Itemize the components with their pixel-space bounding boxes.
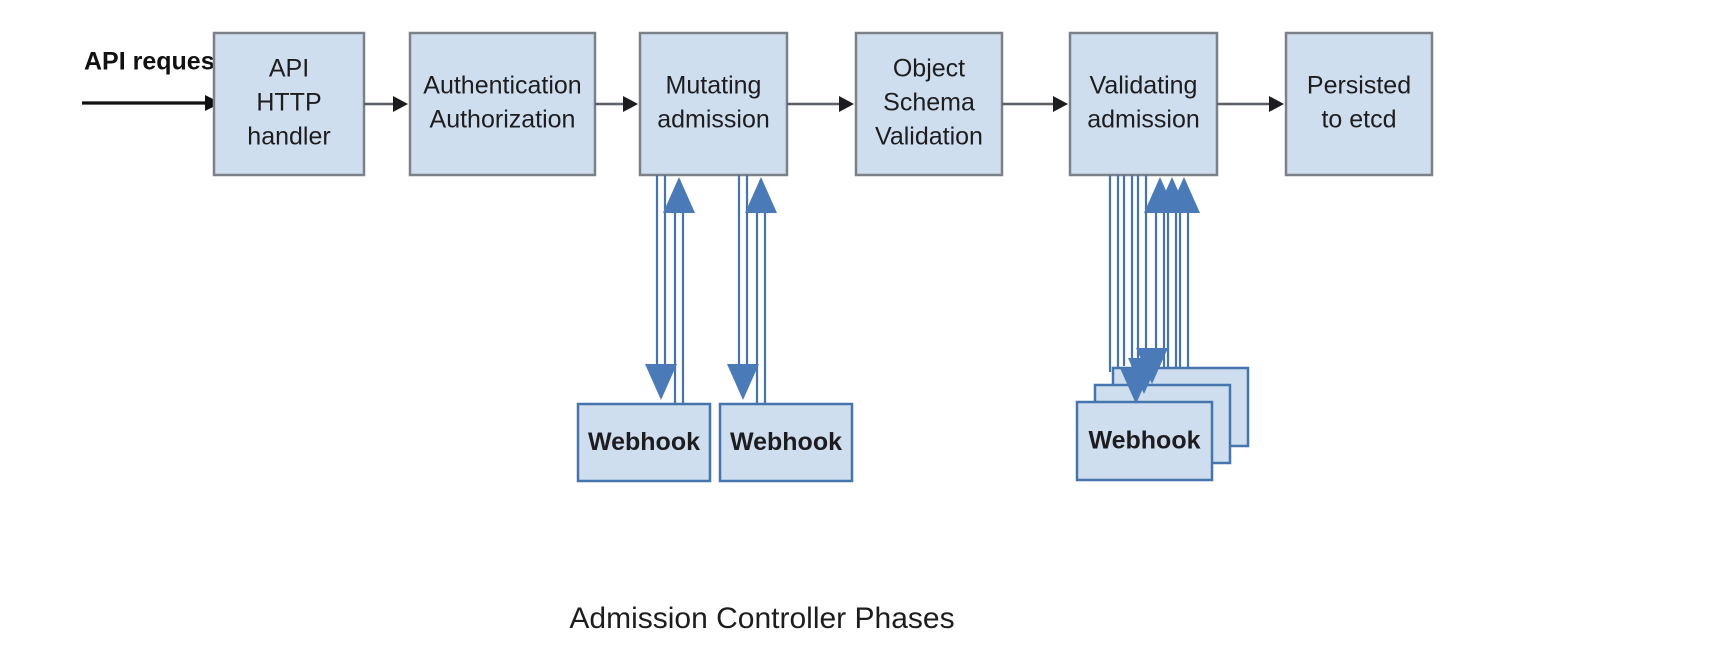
hook-down-line — [737, 175, 749, 370]
hook-down-line — [1136, 175, 1148, 360]
hook-down-line — [1122, 175, 1134, 366]
flow-arrowhead — [839, 96, 854, 112]
webhook-box-rect — [1075, 400, 1214, 482]
phase-box-rect — [212, 31, 366, 177]
webhook-box-label: Webhook — [588, 428, 700, 456]
webhook-box-validating-webhook-stack[interactable]: Webhook — [1075, 366, 1250, 482]
phase-box-mutating-admission[interactable]: Mutating admission — [638, 31, 789, 177]
phase-boxes-layer: API HTTP handler AuthenticationAuthorizatio… — [212, 31, 1434, 177]
flow-arrowhead — [623, 96, 638, 112]
hook-up-arrowhead — [1168, 177, 1200, 213]
hook-up-arrowhead — [663, 177, 695, 213]
phase-box-label-line: Validating — [1090, 72, 1198, 100]
hook-down-line — [1108, 175, 1120, 372]
flow-arrows-layer — [364, 96, 1284, 112]
phase-box-label-line: Authorization — [430, 106, 576, 134]
phase-box-label-line: admission — [657, 106, 770, 134]
phase-box-label-line: Object — [893, 55, 965, 83]
phase-box-label-line: Authentication — [423, 72, 581, 100]
hook-down-arrowhead — [1136, 348, 1168, 384]
hook-down-line — [655, 175, 667, 370]
flow-arrowhead — [393, 96, 408, 112]
flow-arrowhead — [1269, 96, 1284, 112]
phase-box-label-line: handler — [247, 123, 330, 151]
api-request-label: API request — [84, 48, 224, 76]
webhook-box-rect — [718, 402, 854, 483]
flow-arrow-mutating-to-schema — [787, 96, 854, 112]
hook-up-line — [673, 209, 685, 404]
flow-arrow-validating-to-etcd — [1217, 96, 1284, 112]
hook-up-line — [755, 209, 767, 404]
diagram-caption: Admission Controller Phases — [569, 602, 954, 635]
api-request-entry: API request — [82, 48, 224, 111]
phase-box-validating-admission[interactable]: Validating admission — [1068, 31, 1219, 177]
phase-box-rect — [1068, 31, 1219, 177]
phase-box-label-line: admission — [1087, 106, 1200, 134]
phase-box-rect — [854, 31, 1004, 177]
flow-arrow-authn-to-mutating — [595, 96, 638, 112]
hook-down-arrowhead — [727, 364, 759, 400]
phase-box-label-line: Persisted — [1307, 72, 1411, 100]
webhook-box-mutating-webhook-1[interactable]: Webhook — [576, 402, 712, 483]
phase-box-rect — [408, 31, 597, 177]
webhook-box-label: Webhook — [1088, 427, 1200, 455]
phase-box-label-line: HTTP — [256, 89, 321, 117]
phase-box-api-http-handler[interactable]: API HTTP handler — [212, 31, 366, 177]
webhook-arrowheads-layer — [645, 177, 1200, 404]
phase-box-label-line: Mutating — [666, 72, 762, 100]
hook-down-arrowhead — [645, 364, 677, 400]
flow-arrowhead — [1053, 96, 1068, 112]
hook-up-arrowhead — [745, 177, 777, 213]
phase-box-rect — [1284, 31, 1434, 177]
webhook-box-rect — [576, 402, 712, 483]
flow-arrow-schema-to-validating — [1002, 96, 1068, 112]
phase-box-label-line: Schema — [883, 89, 975, 117]
phase-box-rect — [638, 31, 789, 177]
phase-box-label-line: API — [269, 55, 309, 83]
flow-arrow-handler-to-authn — [364, 96, 408, 112]
webhook-box-mutating-webhook-2[interactable]: Webhook — [718, 402, 854, 483]
phase-box-persisted-to-etcd[interactable]: Persisted to etcd — [1284, 31, 1434, 177]
webhook-box-label: Webhook — [730, 428, 842, 456]
webhook-boxes-layer: Webhook Webhook Webhook — [576, 366, 1250, 483]
phase-box-label-line: to etcd — [1321, 106, 1396, 134]
phase-box-label-line: Validation — [875, 123, 983, 151]
